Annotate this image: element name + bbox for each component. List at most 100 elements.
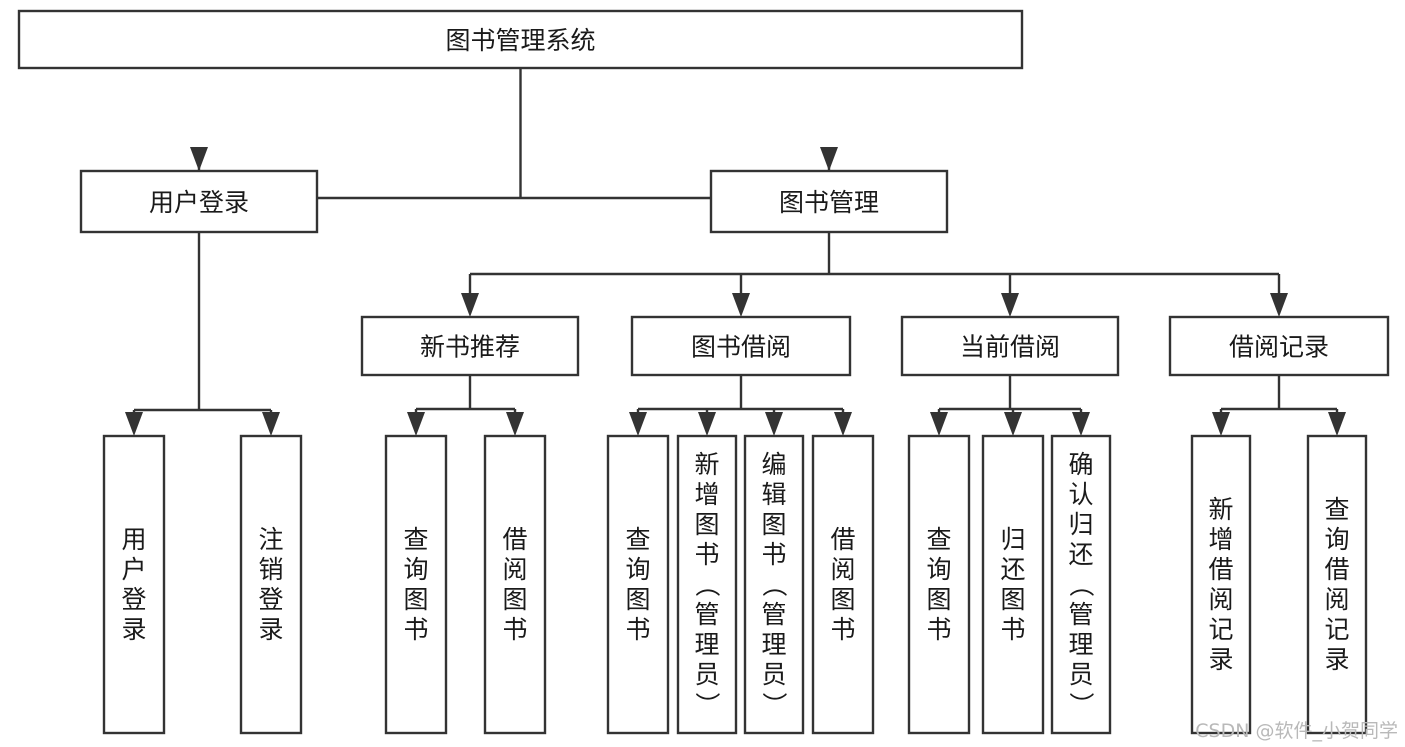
node-box [907, 434, 971, 735]
node-label-char: 书 [502, 615, 527, 644]
node-label-char: 员 [1068, 660, 1093, 689]
node-book-manage[interactable]: 图书管理 [709, 169, 949, 234]
node-new-book-rec[interactable]: 新书推荐 [360, 315, 580, 377]
node-label-char: 员 [761, 660, 786, 689]
node-label-char: 登 [121, 585, 146, 614]
node-label-char: 查 [926, 525, 951, 554]
node-label-char: （ [693, 572, 722, 597]
node-label-char: 图 [926, 585, 951, 614]
node-label: 图书管理 [779, 188, 879, 217]
node-label-char: （ [760, 572, 789, 597]
node-label-char: 查 [625, 525, 650, 554]
node-label-char: 还 [1068, 540, 1093, 569]
node-label-char: （ [1067, 572, 1096, 597]
node-label-char: 记 [1208, 615, 1233, 644]
node-box [239, 434, 303, 735]
node-box [483, 434, 547, 735]
node-label-char: 询 [926, 555, 951, 584]
node-label-char: 图 [830, 585, 855, 614]
node-box [360, 315, 580, 377]
node-root[interactable]: 图书管理系统 [17, 9, 1024, 70]
node-label-char: 理 [1068, 630, 1093, 659]
node-user-login[interactable]: 用户登录 [79, 169, 319, 234]
node-label-char: 借 [1208, 555, 1233, 584]
node-label-char: 阅 [502, 555, 527, 584]
connectors-layer [125, 68, 1346, 436]
node-label-char: 图 [502, 585, 527, 614]
node-label: 图书借阅 [691, 333, 791, 362]
arrow-head-icon [125, 412, 143, 436]
node-label-char: 登 [258, 585, 283, 614]
node-label-char: 归 [1068, 510, 1093, 539]
node-label-char: ） [693, 692, 722, 717]
node-box [743, 434, 805, 735]
arrow-head-icon [1212, 412, 1230, 436]
node-label-char: 借 [1324, 555, 1349, 584]
node-label-char: 管 [1068, 600, 1093, 629]
node-label: 图书管理系统 [445, 26, 595, 55]
node-borrow-record[interactable]: 借阅记录 [1168, 315, 1390, 377]
node-box [1168, 315, 1390, 377]
node-box [900, 315, 1120, 377]
node-label-char: 管 [761, 600, 786, 629]
node-box [102, 434, 166, 735]
arrow-head-icon [461, 293, 479, 317]
node-label-char: 查 [1324, 495, 1349, 524]
node-box [811, 434, 875, 735]
node-label-char: 确 [1068, 450, 1093, 479]
node-current-borrow[interactable]: 当前借阅 [900, 315, 1120, 377]
arrow-head-icon [765, 412, 783, 436]
node-label-char: 增 [1208, 525, 1233, 554]
node-label-char: 归 [1000, 525, 1025, 554]
nodes-layer: 图书管理系统用户登录图书管理新书推荐图书借阅当前借阅借阅记录用户登录注销登录查询… [17, 9, 1390, 735]
node-label-char: 书 [1000, 615, 1025, 644]
arrow-head-icon [506, 412, 524, 436]
node-label-char: ） [1067, 692, 1096, 717]
node-label-char: 询 [625, 555, 650, 584]
node-box [1050, 434, 1112, 735]
node-label-char: 还 [1000, 555, 1025, 584]
node-label-char: 书 [830, 615, 855, 644]
arrow-head-icon [930, 412, 948, 436]
node-label-char: 新 [694, 450, 719, 479]
node-label-char: 用 [121, 525, 146, 554]
node-label-char: 阅 [1324, 585, 1349, 614]
node-label-char: 辑 [761, 480, 786, 509]
arrow-head-icon [629, 412, 647, 436]
arrow-head-icon [1270, 293, 1288, 317]
node-label-char: 书 [926, 615, 951, 644]
node-label: 当前借阅 [960, 333, 1060, 362]
node-box [384, 434, 448, 735]
node-label-char: 书 [625, 615, 650, 644]
arrow-head-icon [1004, 412, 1022, 436]
node-leaf-user-login[interactable]: 用户登录 [102, 434, 166, 735]
node-label-char: 询 [403, 555, 428, 584]
node-label: 用户登录 [149, 188, 249, 217]
node-box [79, 169, 319, 234]
node-label-char: 图 [761, 510, 786, 539]
node-label: 新书推荐 [420, 333, 520, 362]
node-label-char: 认 [1068, 480, 1093, 509]
arrow-head-icon [1072, 412, 1090, 436]
arrow-head-icon [834, 412, 852, 436]
node-label-char: 借 [830, 525, 855, 554]
node-label-char: 管 [694, 600, 719, 629]
node-box [981, 434, 1045, 735]
arrow-head-icon [820, 147, 838, 171]
node-label-char: 理 [694, 630, 719, 659]
node-label-char: 增 [694, 480, 719, 509]
node-book-borrow[interactable]: 图书借阅 [630, 315, 852, 377]
